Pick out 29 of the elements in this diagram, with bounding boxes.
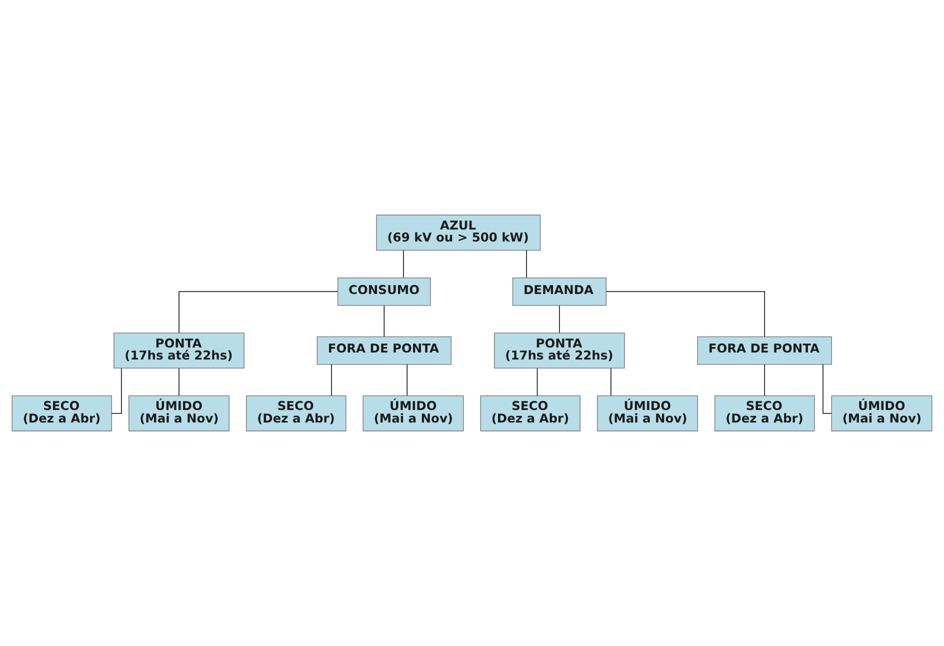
connector — [331, 364, 332, 396]
connector — [536, 368, 538, 396]
connector — [403, 250, 404, 278]
node-box: SECO (Dez a Abr) — [12, 395, 112, 432]
connector — [526, 250, 527, 278]
connector — [178, 368, 180, 396]
connector — [822, 364, 832, 414]
connector — [610, 368, 612, 396]
connector — [559, 305, 560, 334]
node-box: FORA DE PONTA — [697, 336, 832, 365]
node-box: ÚMIDO (Mai a Nov) — [596, 395, 698, 432]
node-box: PONTA (17hs até 22hs) — [114, 332, 244, 369]
node-box: DEMANDA — [512, 277, 607, 306]
connector — [606, 291, 765, 337]
connector — [406, 364, 408, 396]
node-box: PONTA (17hs até 22hs) — [494, 332, 625, 369]
node-box: SECO (Dez a Abr) — [480, 395, 581, 432]
node-box: SECO (Dez a Abr) — [246, 395, 346, 432]
node-box: ÚMIDO (Mai a Nov) — [128, 395, 230, 432]
node-box: CONSUMO — [337, 277, 431, 306]
node-box: AZUL (69 kV ou > 500 kW) — [376, 214, 541, 251]
connector — [178, 291, 338, 334]
node-box: SECO (Dez a Abr) — [714, 395, 815, 432]
node-box: ÚMIDO (Mai a Nov) — [831, 395, 932, 432]
connector — [384, 305, 385, 338]
node-box: FORA DE PONTA — [316, 336, 452, 365]
connector — [111, 368, 122, 414]
node-box: ÚMIDO (Mai a Nov) — [362, 395, 464, 432]
connector — [764, 364, 765, 396]
